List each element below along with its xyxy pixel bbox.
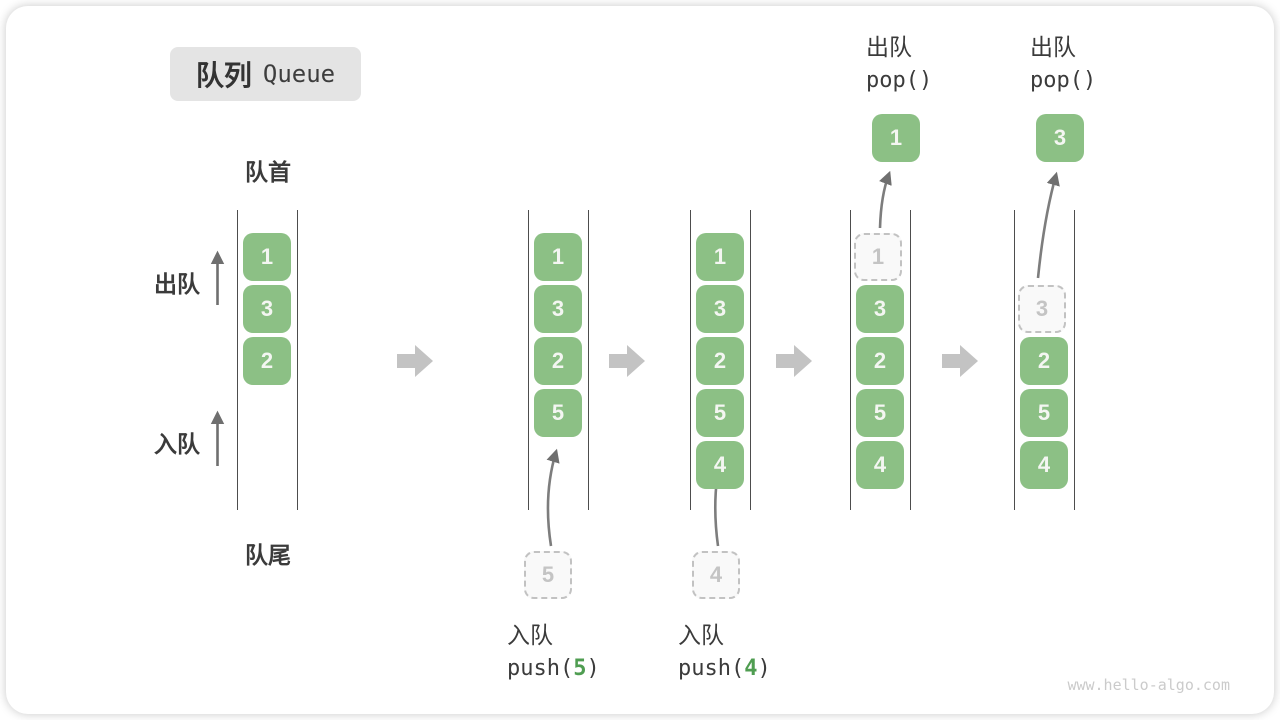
step-arrow-icon xyxy=(609,345,645,377)
queue-item: 2 xyxy=(856,337,904,385)
queue-item: 4 xyxy=(1020,441,1068,489)
queue-item: 5 xyxy=(534,389,582,437)
queue-rear-label: 队尾 xyxy=(245,542,291,568)
watermark: www.hello-algo.com xyxy=(1067,676,1230,694)
queue-item: 3 xyxy=(534,285,582,333)
queue-item: 5 xyxy=(856,389,904,437)
queue-item: 3 xyxy=(856,285,904,333)
queue-item: 2 xyxy=(243,337,291,385)
queue-item: 4 xyxy=(856,441,904,489)
staging-item: 4 xyxy=(692,551,740,599)
dequeue-op-code: pop() xyxy=(1030,68,1097,93)
queue-item: 4 xyxy=(696,441,744,489)
dequeue-op-label: 出队 pop() xyxy=(866,30,932,98)
queue-item: 1 xyxy=(534,233,582,281)
dequeue-op-zh: 出队 xyxy=(1030,34,1076,60)
dequeue-side-label: 出队 xyxy=(154,271,200,297)
title-en: Queue xyxy=(262,60,336,88)
queue-column-5: 3 2 5 4 xyxy=(1014,210,1075,510)
queue-item: 1 xyxy=(696,233,744,281)
popped-item: 1 xyxy=(872,114,920,162)
queue-column-4: 1 3 2 5 4 xyxy=(850,210,911,510)
enqueue-op-zh: 入队 xyxy=(678,622,724,648)
ghost-item: 3 xyxy=(1018,285,1066,333)
ghost-item: 1 xyxy=(854,233,902,281)
title-zh: 队列 xyxy=(195,60,252,91)
enqueue-op-code: push(5) xyxy=(507,656,600,681)
queue-item: 3 xyxy=(696,285,744,333)
enqueue-op-zh: 入队 xyxy=(507,622,553,648)
enqueue-op-label: 入队 push(5) xyxy=(507,618,600,686)
queue-item: 2 xyxy=(534,337,582,385)
enqueue-op-label: 入队 push(4) xyxy=(678,618,771,686)
queue-item: 1 xyxy=(243,233,291,281)
step-arrow-icons xyxy=(397,345,978,377)
step-arrow-icon xyxy=(397,345,433,377)
enqueue-arrow-icon xyxy=(546,448,560,547)
queue-item: 5 xyxy=(696,389,744,437)
dequeue-arrow-icon xyxy=(1036,171,1060,279)
popped-item: 3 xyxy=(1036,114,1084,162)
step-arrow-icon xyxy=(942,345,978,377)
dequeue-op-zh: 出队 xyxy=(866,34,912,60)
enqueue-op-code: push(4) xyxy=(678,656,771,681)
queue-item: 3 xyxy=(243,285,291,333)
title-box: 队列 Queue xyxy=(170,47,361,101)
enqueue-side-label: 入队 xyxy=(154,431,200,457)
queue-item: 2 xyxy=(1020,337,1068,385)
dequeue-op-label: 出队 pop() xyxy=(1030,30,1096,98)
queue-item: 5 xyxy=(1020,389,1068,437)
dequeue-op-code: pop() xyxy=(866,68,933,93)
queue-front-label: 队首 xyxy=(245,159,291,185)
enqueue-arg: 5 xyxy=(573,656,587,681)
queue-column-3: 1 3 2 5 4 xyxy=(690,210,751,510)
step-arrow-icon xyxy=(776,345,812,377)
queue-column-1: 1 3 2 xyxy=(237,210,298,510)
enqueue-arg: 4 xyxy=(744,656,758,681)
staging-item: 5 xyxy=(524,551,572,599)
dequeue-arrow-icon xyxy=(878,170,892,229)
queue-column-2: 1 3 2 5 xyxy=(528,210,589,510)
queue-item: 2 xyxy=(696,337,744,385)
